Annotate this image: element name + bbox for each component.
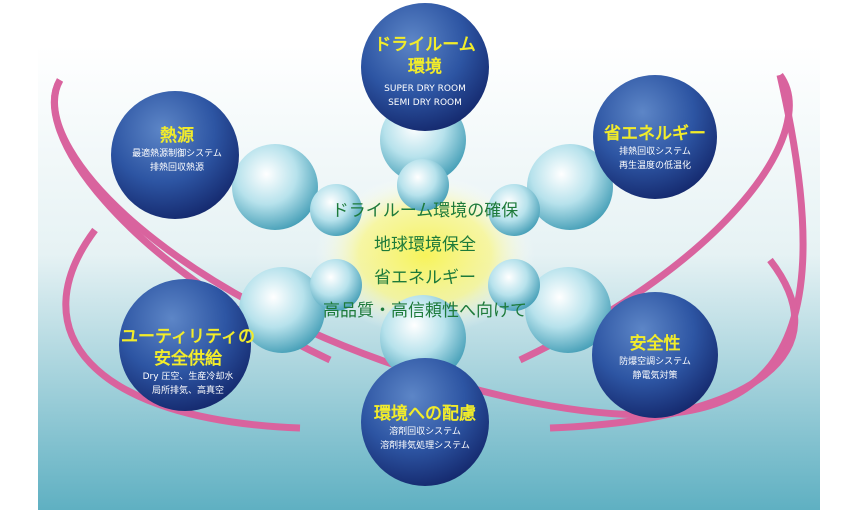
node-item: SEMI DRY ROOM: [388, 98, 462, 108]
connector-spheres: [232, 97, 613, 381]
orbit-rings: [50, 72, 807, 432]
node-item: 最適熱源制御システム: [132, 149, 222, 159]
center-goal: 高品質・高信頼性へ向けて: [323, 301, 527, 321]
center-goal: 省エネルギー: [374, 268, 476, 288]
node-utility: ユーティリティの 安全供給 Dry 圧空、生産冷却水 局所排気、高真空: [121, 326, 255, 398]
node-title: 安全性: [629, 334, 681, 354]
node-item: 排熱回収システム: [619, 147, 691, 157]
node-heat-source: 熱源 最適熱源制御システム 排熱回収熱源: [132, 125, 222, 175]
node-title: 環境への配慮: [374, 404, 476, 424]
node-item: 静電気対策: [632, 371, 678, 381]
node-item: Dry 圧空、生産冷却水: [142, 372, 234, 382]
node-energy-saving: 省エネルギー 排熱回収システム 再生温度の低温化: [604, 123, 706, 173]
node-title: 環境: [408, 57, 442, 77]
node-title: 安全供給: [154, 349, 222, 369]
node-dry-room: ドライルーム 環境 SUPER DRY ROOM SEMI DRY ROOM: [374, 34, 476, 110]
node-title: 熱源: [159, 126, 194, 146]
node-title: 省エネルギー: [604, 124, 706, 144]
node-item: 溶剤排気処理システム: [380, 441, 470, 451]
main-spheres: [111, 3, 718, 486]
center-goal: ドライルーム環境の確保: [331, 201, 519, 221]
node-item: 溶剤回収システム: [389, 427, 461, 437]
node-title: ドライルーム: [374, 35, 476, 55]
node-environment: 環境への配慮 溶剤回収システム 溶剤排気処理システム: [374, 403, 476, 453]
center-goal: 地球環境保全: [374, 235, 476, 255]
center-glow: [315, 175, 535, 335]
node-item: 局所排気、高真空: [151, 386, 224, 396]
node-title: ユーティリティの: [121, 327, 255, 347]
node-safety: 安全性 防爆空調システム 静電気対策: [619, 333, 691, 383]
node-item: 再生温度の低温化: [618, 161, 691, 171]
node-item: 排熱回収熱源: [149, 163, 205, 173]
node-item: 防爆空調システム: [619, 357, 691, 367]
node-item: SUPER DRY ROOM: [384, 84, 466, 94]
